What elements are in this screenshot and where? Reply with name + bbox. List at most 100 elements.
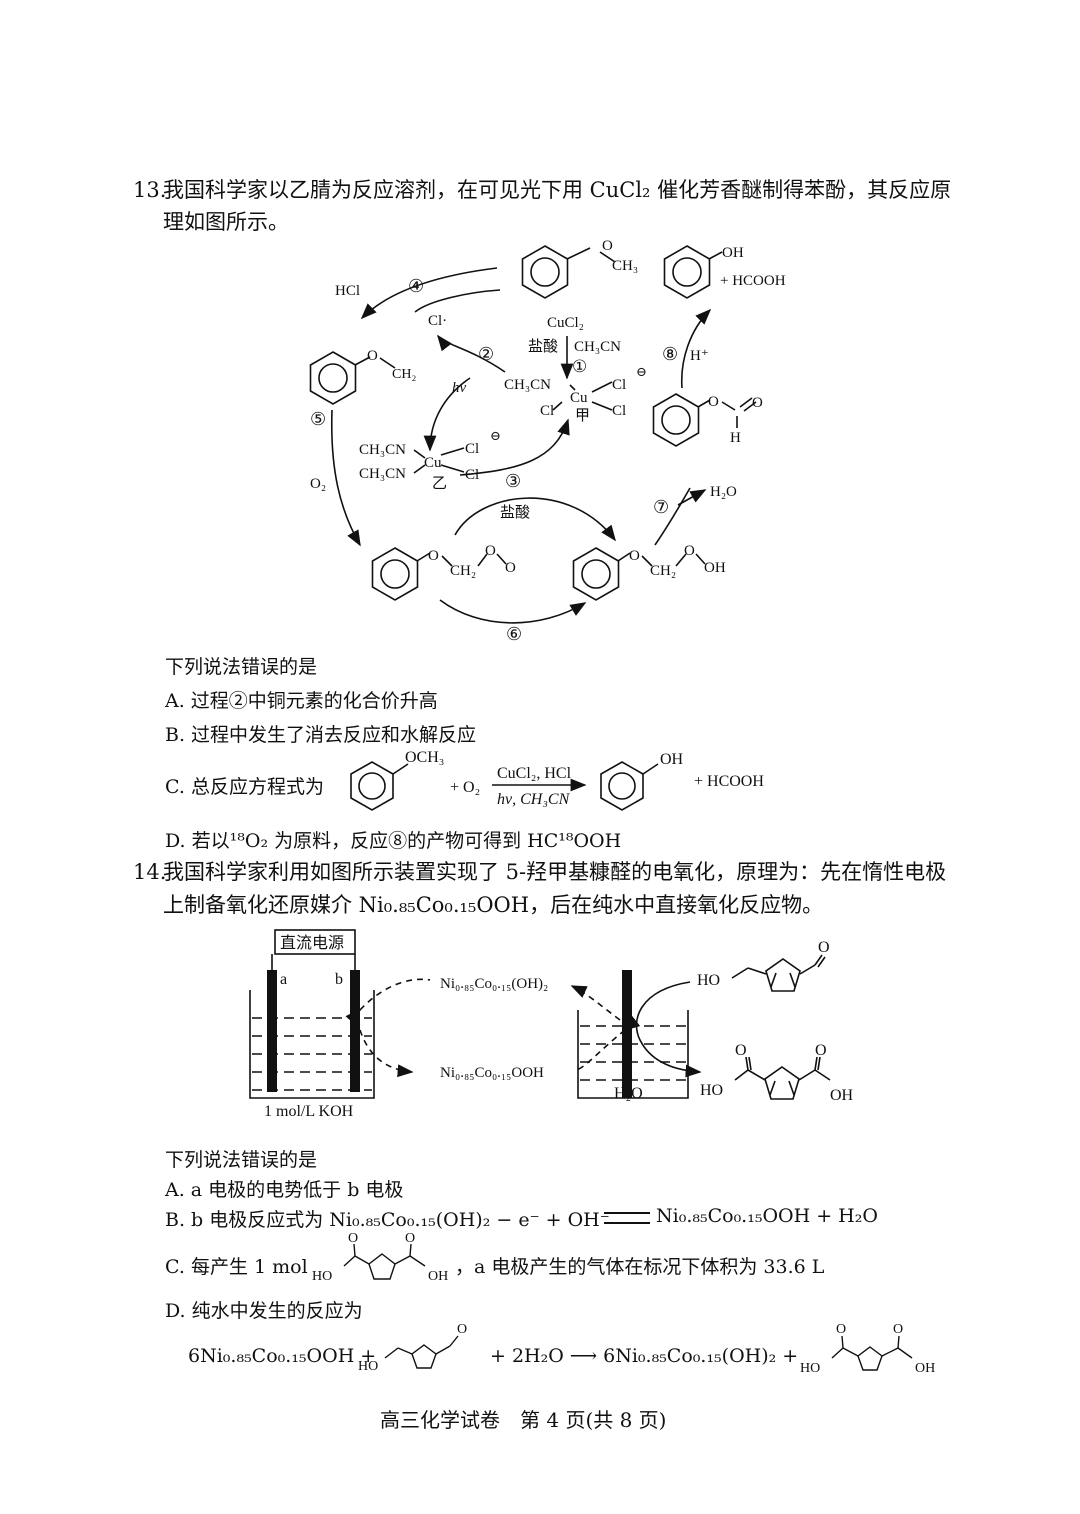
- d-fdca-o1: O: [836, 1322, 846, 1337]
- label-ni-ooh: Ni₀.₈₅Co₀.₁₅OOH: [440, 1065, 544, 1081]
- label-hcooh: + HCOOH: [720, 273, 786, 289]
- q14-option-c-left: C. 每产生 1 mol: [165, 1256, 308, 1278]
- q14-stem-line1: 我国科学家利用如图所示装置实现了 5-羟甲基糠醛的电氧化，原理为：先在惰性电极: [163, 860, 947, 884]
- label-hcl: HCl: [335, 283, 360, 299]
- q13-prompt: 下列说法错误的是: [165, 656, 318, 678]
- label-o-formate: O: [708, 394, 719, 410]
- label-cucl2: CuCl₂: [547, 315, 584, 331]
- q14-option-d: D. 纯水中发生的反应为: [165, 1300, 363, 1322]
- benzene-ring-peroxy-radical: [371, 547, 419, 601]
- label-ch3cn-yi-1: CH₃CN: [359, 442, 406, 458]
- page-footer: 高三化学试卷 第 4 页(共 8 页): [380, 1408, 667, 1432]
- d-hmf-ho: HO: [358, 1359, 378, 1374]
- step-6: ⑥: [506, 624, 522, 644]
- label-jia: 甲: [575, 408, 590, 424]
- label-ch2-radical: CH₂: [392, 367, 416, 382]
- label-oh-hp: OH: [704, 560, 726, 576]
- label-hydrochloric-acid-2: 盐酸: [500, 504, 530, 521]
- label-o-radical: O: [367, 348, 378, 364]
- label-cl-jia-3: Cl: [612, 403, 626, 419]
- q14-prompt: 下列说法错误的是: [165, 1149, 318, 1171]
- label-yi: 乙: [432, 476, 447, 492]
- q14-electrolysis-diagram: 直流电源 a b 1 mol/L KOH Ni₀.₈₅Co₀.₁₅(OH)₂ N…: [0, 920, 1080, 1130]
- label-o2: O₂: [310, 476, 326, 492]
- label-o-peroxy-1: O: [428, 548, 439, 564]
- c-o2: + O₂: [450, 779, 480, 796]
- label-o-peroxy-3: O: [505, 560, 516, 576]
- label-hydrochloric-acid-1: 盐酸: [528, 338, 558, 355]
- benzene-ring-anisole: [521, 245, 569, 299]
- step-4: ④: [408, 276, 424, 296]
- q13-number: 13.: [133, 178, 167, 202]
- label-h2o: H₂O: [710, 484, 737, 500]
- label-koh: 1 mol/L KOH: [264, 1103, 354, 1120]
- q13-reaction-diagram: O CH₃ OH + HCOOH HCl Cl· ④ CuCl₂ 盐酸 CH₃C…: [0, 0, 1080, 660]
- c-fdca-ho: HO: [312, 1269, 332, 1284]
- d-fdca-o2: O: [893, 1322, 903, 1337]
- d-fdca-ho: HO: [800, 1361, 820, 1376]
- q13-option-b: B. 过程中发生了消去反应和水解反应: [165, 724, 477, 746]
- label-o-carbonyl: O: [752, 395, 763, 411]
- q13-option-a: A. 过程②中铜元素的化合价升高: [165, 690, 438, 712]
- label-o-hp-1: O: [629, 548, 640, 564]
- benzene-ring-phenol: [663, 245, 711, 299]
- label-electrode-a: a: [280, 971, 287, 988]
- q14-option-d-eq2: + 2H₂O ⟶ 6Ni₀.₈₅Co₀.₁₅(OH)₂ +: [490, 1345, 799, 1367]
- q14-option-b-left: B. b 电极反应式为 Ni₀.₈₅Co₀.₁₅(OH)₂ − e⁻ + OH⁻: [165, 1209, 610, 1231]
- svg-text:⊖: ⊖: [636, 364, 647, 379]
- label-fdca-oh: OH: [830, 1087, 854, 1104]
- label-cl-yi-2: Cl: [465, 467, 479, 483]
- label-hmf-o: O: [818, 939, 830, 956]
- equals-sign: [604, 1212, 650, 1224]
- d-hmf-o: O: [457, 1322, 467, 1337]
- label-cl-jia-1: Cl: [612, 377, 626, 393]
- label-o-peroxy-2: O: [485, 543, 496, 559]
- c-och3: OCH₃: [405, 749, 444, 766]
- q14-option-d-eq1: 6Ni₀.₈₅Co₀.₁₅OOH +: [188, 1345, 377, 1367]
- c-condition-bottom: hν, CH₃CN: [497, 791, 571, 808]
- c-hcooh: + HCOOH: [694, 773, 764, 790]
- label-h-plus: H⁺: [690, 348, 709, 364]
- label-ch3cn-1: CH₃CN: [574, 339, 621, 355]
- q13-stem-line2: 理如图所示。: [163, 210, 289, 234]
- q13-option-c-equation: OCH₃ + O₂ CuCl₂, HCl hν, CH₃CN OH + HCOO…: [0, 740, 1080, 830]
- label-cu-jia: Cu: [570, 390, 588, 406]
- label-fdca-o2: O: [815, 1042, 827, 1059]
- q14-option-c-right: ，a 电极产生的气体在标况下体积为 33.6 L: [455, 1256, 825, 1278]
- q14-option-a: A. a 电极的电势低于 b 电极: [165, 1179, 404, 1201]
- benzene-ring-hydroperoxide: [572, 547, 620, 601]
- label-cl-jia-2: Cl: [540, 403, 554, 419]
- q14-option-c-fdca: HO O O OH: [0, 1230, 1080, 1290]
- benzene-ring-formate: [652, 393, 700, 447]
- label-ch2-peroxy: CH₂: [450, 563, 476, 579]
- q13-option-c-prefix: C. 总反应方程式为: [165, 776, 324, 798]
- step-5: ⑤: [310, 409, 326, 429]
- c-condition-top: CuCl₂, HCl: [497, 765, 572, 782]
- label-hmf-ho: HO: [697, 972, 720, 989]
- q13-stem-line1: 我国科学家以乙腈为反应溶剂，在可见光下用 CuCl₂ 催化芳香醚制得苯酚，其反应…: [163, 178, 952, 202]
- label-cl-yi-1: Cl: [465, 441, 479, 457]
- c-fdca-o2: O: [405, 1231, 415, 1246]
- step-8: ⑧: [662, 344, 678, 364]
- label-ch3cn-jia: CH₃CN: [504, 377, 551, 393]
- label-o-hp-2: O: [684, 543, 695, 559]
- label-ni-oh2: Ni₀.₈₅Co₀.₁₅(OH)₂: [440, 976, 548, 992]
- c-oh: OH: [660, 751, 684, 768]
- q13-option-d: D. 若以¹⁸O₂ 为原料，反应⑧的产物可得到 HC¹⁸OOH: [165, 830, 622, 852]
- step-2: ②: [478, 344, 494, 364]
- q14-option-b-right: Ni₀.₈₅Co₀.₁₅OOH + H₂O: [656, 1205, 878, 1227]
- label-oh-phenol: OH: [722, 245, 744, 261]
- step-3: ③: [505, 471, 521, 491]
- label-fdca-ho: HO: [700, 1082, 723, 1099]
- svg-text:⊖: ⊖: [490, 428, 501, 443]
- step-7: ⑦: [653, 497, 669, 517]
- label-water: H₂O: [614, 1085, 643, 1102]
- label-electrode-b: b: [335, 971, 343, 988]
- step-1: ①: [572, 357, 587, 376]
- benzene-ring-radical: [309, 351, 357, 405]
- q14-option-d-structures: HO O HO O O OH: [0, 1318, 1080, 1388]
- label-cu-yi: Cu: [424, 455, 442, 471]
- label-ch2-hp: CH₂: [650, 563, 676, 579]
- label-h-formate: H: [730, 430, 741, 446]
- label-cl-radical: Cl·: [428, 313, 447, 329]
